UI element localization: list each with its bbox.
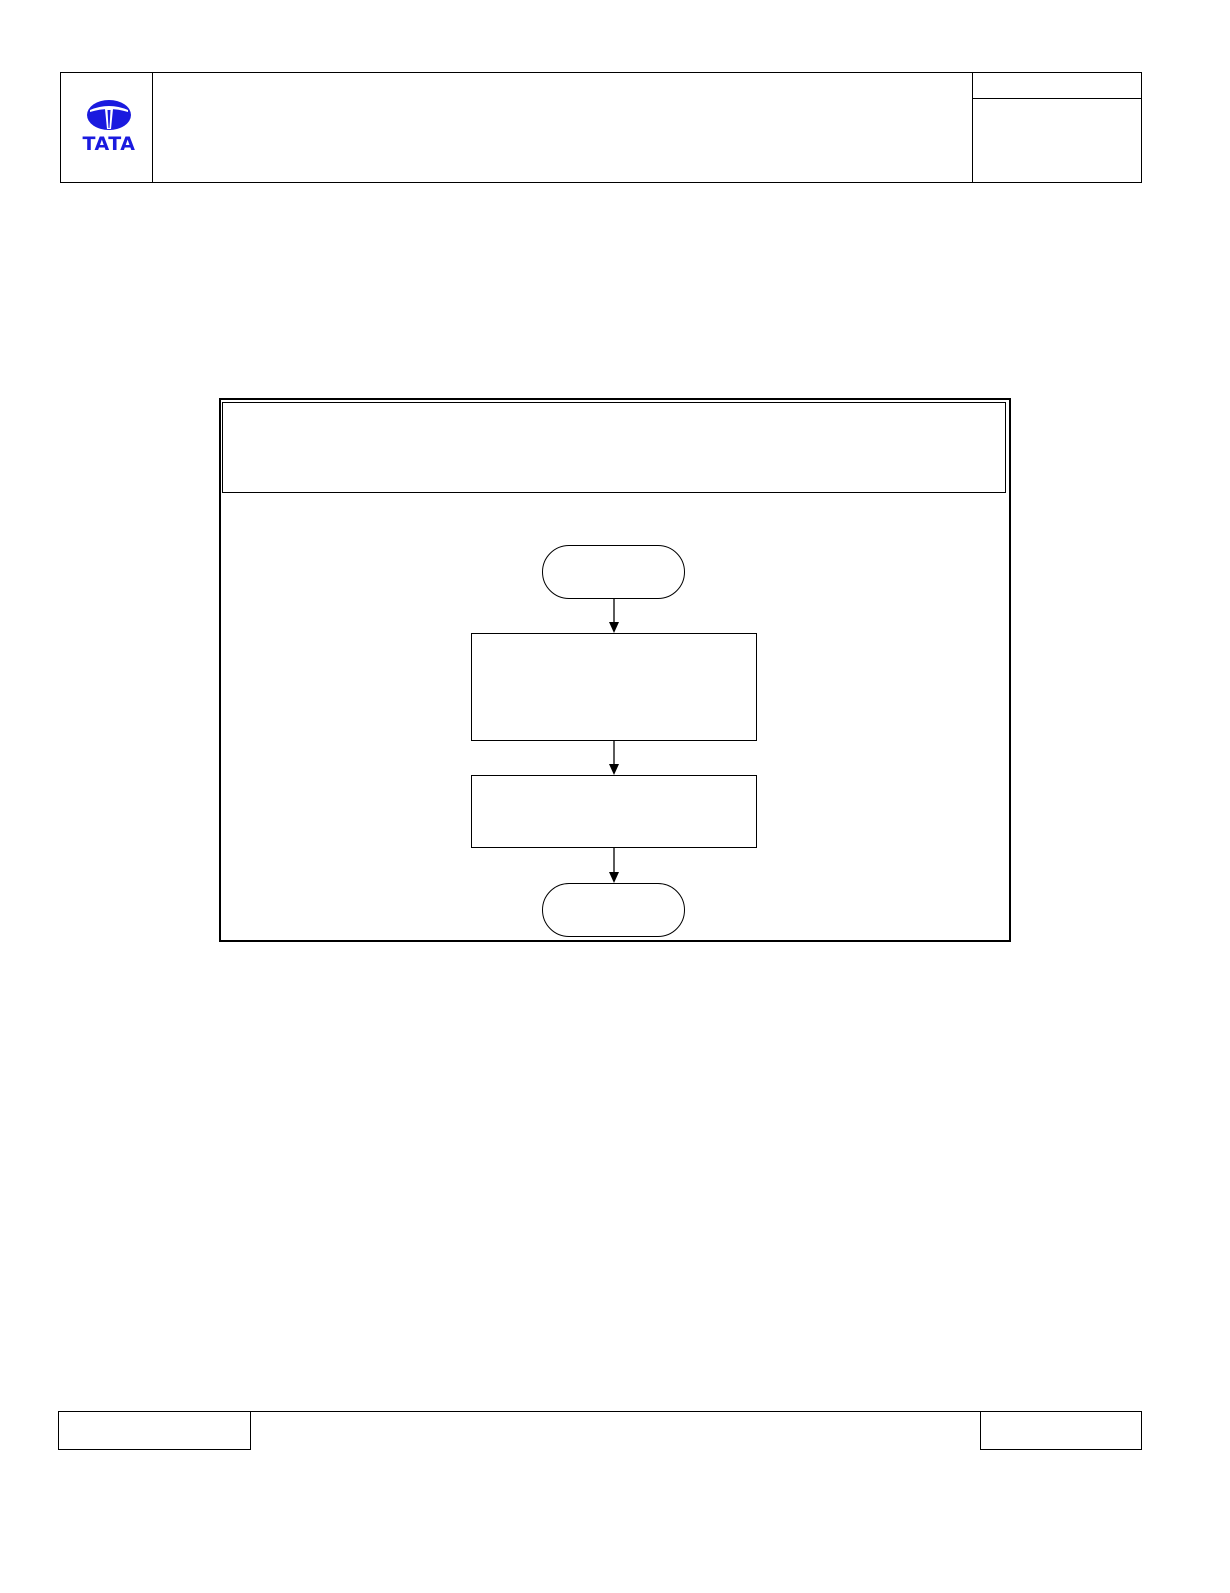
flowchart-frame (219, 398, 1011, 942)
header-logo-cell (60, 72, 153, 183)
header-info-divider (972, 98, 1142, 99)
process-step-1 (471, 633, 757, 741)
footer-right-box (980, 1411, 1142, 1450)
footer-rule (251, 1411, 981, 1412)
process-step-2 (471, 775, 757, 848)
header-info-cell (972, 72, 1142, 183)
start-terminal (542, 545, 685, 599)
header-table (60, 72, 1142, 183)
end-terminal (542, 883, 685, 937)
flowchart-title-box (222, 402, 1006, 493)
footer-left-box (58, 1411, 251, 1450)
tata-logo-icon (78, 98, 140, 158)
document-title (160, 110, 960, 150)
logo-wordmark: TATA (82, 133, 136, 155)
